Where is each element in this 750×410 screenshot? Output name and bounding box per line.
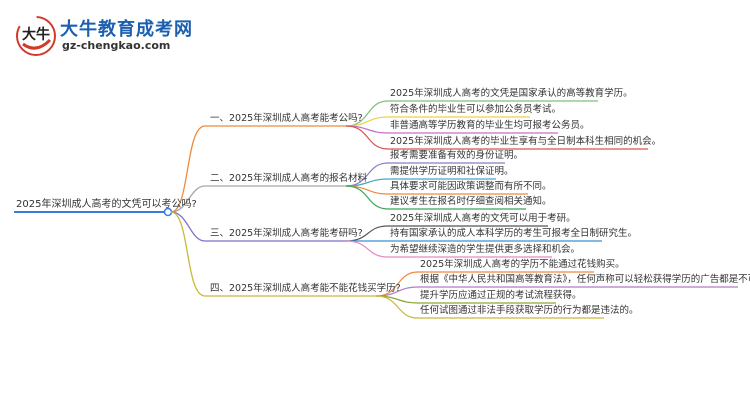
leaf-4-3: 提升学历应通过正规的考试流程获得。 [420, 290, 582, 301]
leaf-2-1: 报考需要准备有效的身份证明。 [390, 150, 524, 161]
branch-1-curve [170, 125, 206, 213]
branch-3-curve [170, 211, 206, 242]
leaf-1-1: 2025年深圳成人高考的文凭是国家承认的高等教育学历。 [390, 88, 633, 99]
leaf-3-1: 2025年深圳成人高考的文凭可以用于考研。 [390, 213, 576, 224]
logo-mark-text: 大牛 [22, 26, 50, 43]
branch-4-label: 四、2025年深圳成人高考能不能花钱买学历? [210, 283, 401, 294]
leaf-1-4: 2025年深圳成人高考的毕业生享有与全日制本科生相同的机会。 [390, 136, 662, 147]
branch-2-label: 二、2025年深圳成人高考的报名材料 [210, 173, 368, 184]
logo-url: gz-chengkao.com [62, 39, 171, 52]
leaf-2-2: 需提供学历证明和社保证明。 [390, 166, 514, 177]
leaf-4-4: 任何试图通过非法手段获取学历的行为都是违法的。 [420, 305, 639, 316]
leaf-2-3: 具体要求可能因政策调整而有所不同。 [390, 181, 552, 192]
leaf-3-3: 为希望继续深造的学生提供更多选择和机会。 [390, 244, 581, 255]
leaf-4-2: 根据《中华人民共和国高等教育法》，任何声称可以轻松获得学历的广告都是不可信的。 [420, 274, 750, 285]
branch-2-curve [170, 185, 206, 213]
site-logo[interactable]: 大牛 大牛教育成考网 gz-chengkao.com [14, 14, 204, 58]
leaf-4-1: 2025年深圳成人高考的学历不能通过花钱购买。 [420, 259, 625, 270]
root-topic: 2025年深圳成人高考的文凭可以考公吗? [16, 199, 197, 210]
leaf-2-4: 建议考生在报名时仔细查阅相关通知。 [390, 196, 552, 207]
logo-mark-icon: 大牛 [16, 16, 56, 56]
logo-name: 大牛教育成考网 [60, 19, 193, 40]
leaf-1-3: 非普通高等学历教育的毕业生均可报考公务员。 [390, 120, 590, 131]
branch-3-label: 三、2025年深圳成人高考能考研吗? [210, 228, 363, 239]
branch-1-label: 一、2025年深圳成人高考能考公吗? [210, 113, 363, 124]
branch-4-curve [170, 211, 206, 297]
leaf-1-2: 符合条件的毕业生可以参加公务员考试。 [390, 104, 562, 115]
leaf-3-2: 持有国家承认的成人本科学历的考生可报考全日制研究生。 [390, 228, 638, 239]
